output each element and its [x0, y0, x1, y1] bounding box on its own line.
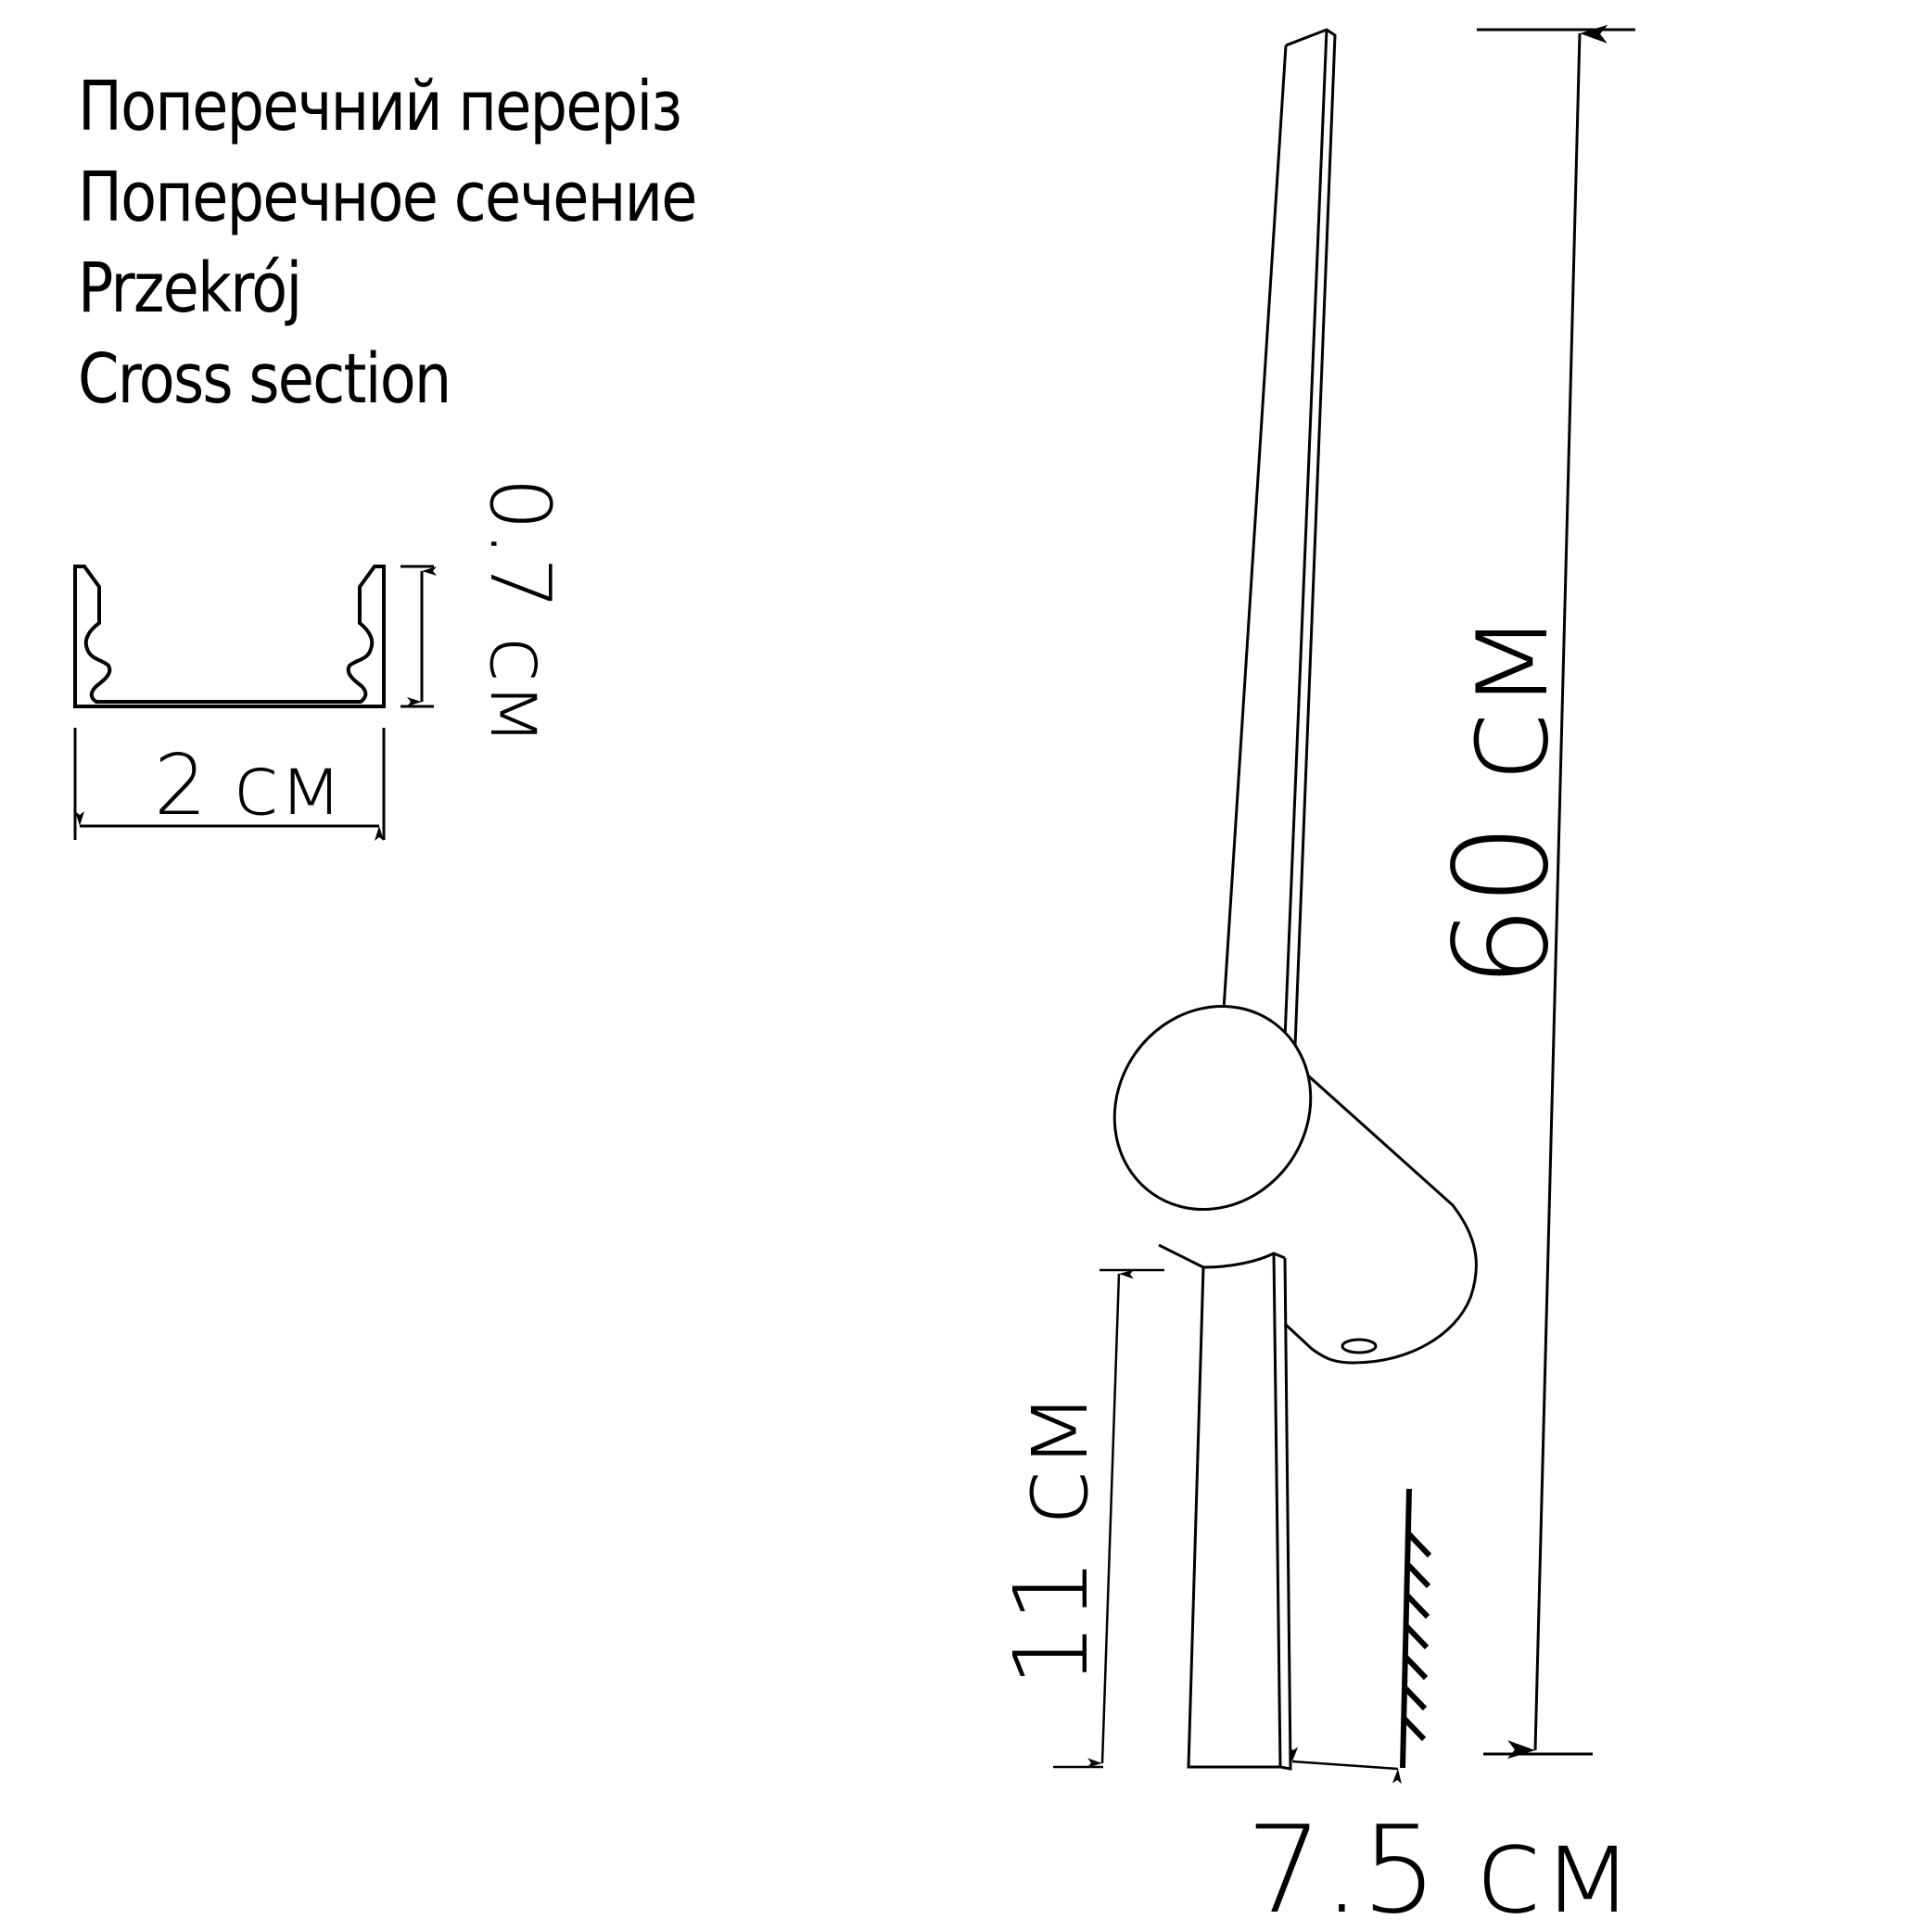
mounting-screw-hole — [1341, 1338, 1378, 1354]
title-polish: Przekrój — [78, 248, 302, 328]
cross-section-width-label: 2 см — [154, 737, 342, 834]
total-length-dimension — [1477, 24, 1635, 1760]
total-length-label: 60 см — [1427, 613, 1578, 988]
lamp-head — [1112, 1004, 1478, 1365]
lower-length-dimension — [1053, 1268, 1164, 1769]
cross-section-profile — [73, 565, 386, 708]
title-english: Cross section — [78, 339, 451, 419]
title-ukrainian: Поперечний переріз — [78, 67, 682, 146]
lamp-head-front-disc — [1112, 1004, 1313, 1212]
wall-offset-dimension — [1289, 1746, 1402, 1785]
title-block: Поперечний переріз Поперечное сечение Pr… — [78, 61, 697, 425]
lower-length-label: 11 см — [992, 1392, 1111, 1687]
cross-section-height-dimension — [400, 565, 437, 708]
title-russian: Поперечное сечение — [78, 158, 697, 237]
lamp-upper-bar — [1220, 28, 1337, 1047]
wall-symbol — [1400, 1488, 1432, 1769]
lamp-lower-bar — [1158, 1243, 1292, 1771]
u-profile-outline — [73, 565, 386, 708]
cross-section-width-dimension — [73, 728, 386, 841]
wall-offset-label: 7.5 см — [1246, 1799, 1633, 1932]
lamp-head-cylinder-body — [1283, 1060, 1478, 1365]
cross-section-height-label: 0.7 см — [471, 477, 568, 745]
